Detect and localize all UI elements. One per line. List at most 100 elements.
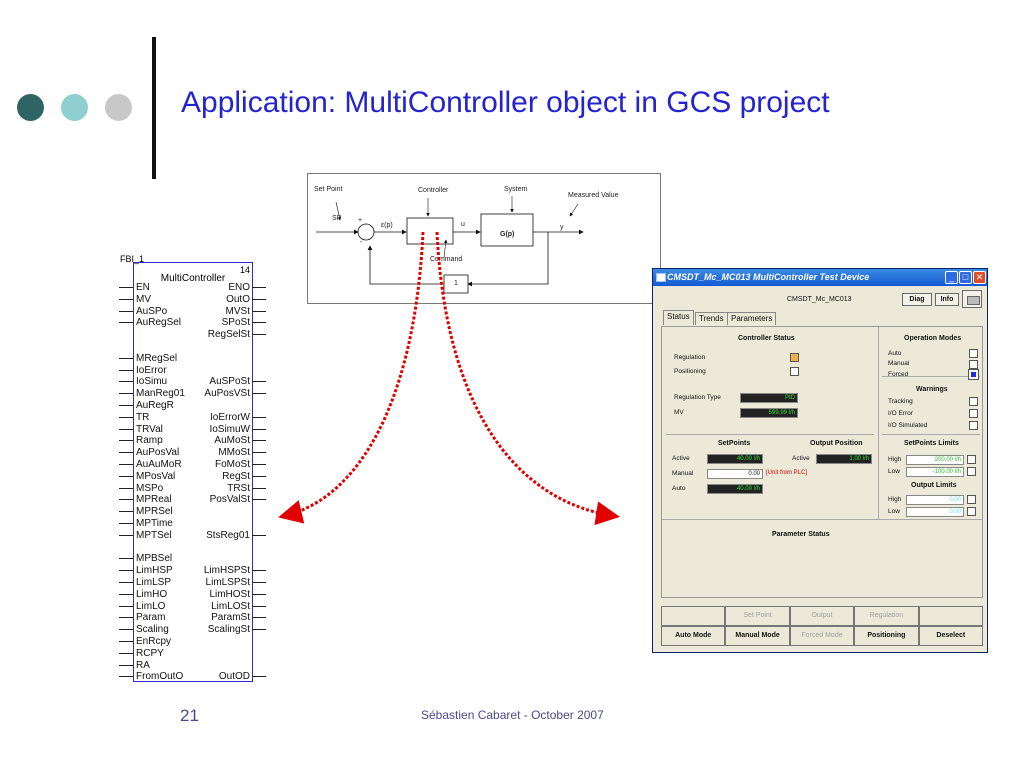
fb-input-pin: Ramp bbox=[136, 435, 163, 447]
command-button-top-4[interactable] bbox=[918, 606, 983, 626]
window-app-icon bbox=[656, 273, 666, 282]
tab-status[interactable]: Status bbox=[663, 310, 694, 325]
command-button-top-2[interactable]: Output bbox=[789, 606, 855, 626]
fb-input-pin: MPTime bbox=[136, 518, 173, 529]
warning-io-simulated-checkbox bbox=[969, 421, 978, 430]
sp-manual-input[interactable]: 0.00 bbox=[707, 469, 763, 479]
fb-output-wire bbox=[252, 416, 266, 418]
spl-high-label: High bbox=[888, 456, 902, 463]
fb-input-pin: Scaling bbox=[136, 624, 169, 636]
warning-tracking-checkbox bbox=[969, 397, 978, 406]
warnings-heading: Warnings bbox=[916, 386, 948, 393]
controller-status-heading: Controller Status bbox=[738, 335, 795, 342]
fb-output-wire bbox=[252, 676, 266, 678]
fb-input-pin: EN bbox=[136, 282, 150, 293]
fb-input-pin: Param bbox=[136, 612, 166, 624]
minimize-icon[interactable]: _ bbox=[945, 271, 958, 284]
mode-forced-checkbox bbox=[968, 369, 979, 380]
device-name: CMSDT_Mc_MC013 bbox=[787, 296, 852, 303]
fb-input-wire bbox=[119, 534, 133, 536]
maximize-icon[interactable]: □ bbox=[959, 271, 972, 284]
control-loop-svg bbox=[316, 196, 584, 294]
fb-input-wire bbox=[119, 641, 133, 642]
page-number: 21 bbox=[180, 706, 199, 725]
fb-output-pin: ENO bbox=[228, 282, 250, 293]
fb-output-wire bbox=[252, 287, 266, 288]
fb-input-pin: MV bbox=[136, 293, 151, 305]
close-icon[interactable]: ✕ bbox=[973, 271, 986, 284]
command-button-top-1[interactable]: Set Point bbox=[725, 606, 790, 626]
fb-input-pin: MPReal bbox=[136, 494, 172, 506]
title-divider bbox=[152, 37, 156, 179]
fb-input-wire bbox=[119, 676, 133, 678]
command-button-top-0[interactable] bbox=[661, 606, 726, 626]
fb-input-wire bbox=[119, 499, 133, 501]
command-button-positioning[interactable]: Positioning bbox=[854, 626, 919, 646]
fb-input-wire bbox=[119, 452, 133, 454]
fb-input-wire bbox=[119, 287, 133, 288]
window-title: CMSDT_Mc_MC013 MultiController Test Devi… bbox=[667, 272, 870, 282]
fb-output-pin: RegSt bbox=[222, 470, 250, 482]
fb-output-wire bbox=[252, 393, 266, 395]
ol-high-label: High bbox=[888, 496, 902, 503]
fb-input-pin: FromOutO bbox=[136, 671, 184, 683]
modes-warnings-divider bbox=[882, 376, 980, 377]
fb-output-wire bbox=[252, 487, 266, 489]
warnings-limits-divider bbox=[882, 434, 980, 435]
spl-low-label: Low bbox=[888, 468, 900, 475]
command-button-forced-mode[interactable]: Forced Mode bbox=[789, 626, 855, 646]
ol-low-checkbox[interactable] bbox=[967, 507, 976, 516]
fb-input-pin: LimHSP bbox=[136, 565, 173, 577]
system-box bbox=[480, 213, 534, 247]
fb-output-pin: PosValSt bbox=[209, 494, 250, 506]
diag-button[interactable]: Diag bbox=[902, 293, 932, 306]
fb-input-pin: MPTSel bbox=[136, 529, 172, 541]
fb-input-wire bbox=[119, 357, 133, 359]
command-button-deselect[interactable]: Deselect bbox=[918, 626, 983, 646]
ol-high-checkbox[interactable] bbox=[967, 495, 976, 504]
label-plus: + bbox=[358, 217, 363, 224]
fb-input-pin: LimLSP bbox=[136, 577, 172, 588]
info-button[interactable]: Info bbox=[935, 293, 959, 306]
control-loop-diagram: Set Point SP + - ε(p) Controller u Comma… bbox=[307, 173, 661, 304]
tab-parameters[interactable]: Parameters bbox=[727, 312, 777, 325]
command-button-top-3[interactable]: Regulation bbox=[854, 606, 919, 626]
fb-input-wire bbox=[119, 570, 133, 572]
decor-dot-1 bbox=[17, 94, 44, 121]
label-system: System bbox=[504, 186, 528, 193]
arrow-to-fb bbox=[278, 231, 425, 524]
operation-modes-heading: Operation Modes bbox=[904, 335, 962, 342]
fb-input-pin: LimHO bbox=[136, 588, 168, 600]
fb-input-wire bbox=[119, 322, 133, 324]
fb-output-wire bbox=[252, 593, 266, 595]
fb-output-wire bbox=[252, 464, 266, 465]
fb-output-wire bbox=[252, 617, 266, 619]
fb-input-wire bbox=[119, 381, 133, 383]
spl-low-checkbox[interactable] bbox=[967, 467, 976, 476]
mode-auto-checkbox bbox=[969, 349, 978, 358]
feedback-line-1 bbox=[467, 232, 549, 287]
spl-high-checkbox[interactable] bbox=[967, 455, 976, 464]
fb-input-wire bbox=[119, 593, 133, 595]
fb-output-pin: StsReg01 bbox=[206, 529, 250, 541]
fb-title: MultiController bbox=[160, 273, 226, 284]
fb-input-wire bbox=[119, 487, 133, 489]
positioning-indicator bbox=[790, 367, 799, 376]
label-measured-value: Measured Value bbox=[568, 192, 619, 199]
fb-output-pin: TRSt bbox=[227, 482, 250, 494]
command-button-auto-mode[interactable]: Auto Mode bbox=[661, 626, 726, 646]
faceplate-window[interactable]: CMSDT_Mc_MC013 MultiController Test Devi… bbox=[652, 268, 988, 653]
window-title-bar[interactable]: CMSDT_Mc_MC013 MultiController Test Devi… bbox=[653, 269, 987, 286]
label-set-point: Set Point bbox=[314, 186, 343, 193]
fb-output-wire bbox=[252, 298, 266, 300]
print-button[interactable] bbox=[962, 290, 982, 308]
ol-low-label: Low bbox=[888, 508, 900, 515]
setpoint-limits-heading: SetPoints Limits bbox=[904, 440, 959, 447]
label-error: ε(p) bbox=[381, 222, 393, 229]
slide-title: Application: MultiController object in G… bbox=[181, 86, 830, 119]
command-button-manual-mode[interactable]: Manual Mode bbox=[725, 626, 790, 646]
tab-trends[interactable]: Trends bbox=[695, 312, 728, 325]
fb-input-pin: MPRSel bbox=[136, 506, 173, 518]
mode-auto-label: Auto bbox=[888, 350, 902, 357]
